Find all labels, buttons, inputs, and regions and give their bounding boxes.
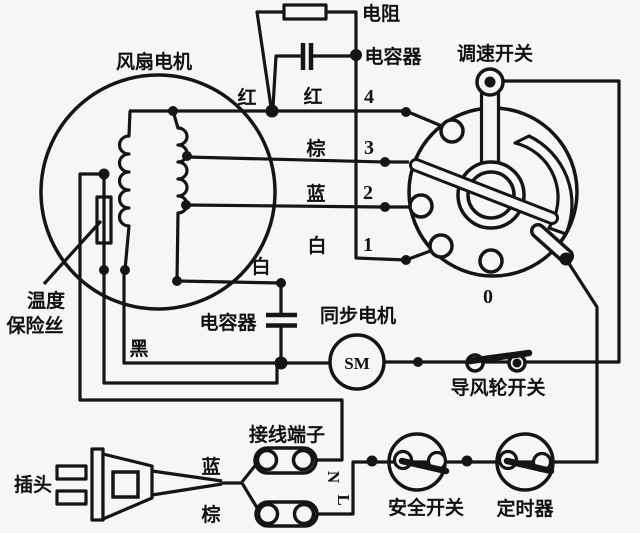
terminal-l-ring-left [256,502,280,526]
contact-2 [408,193,434,219]
safety-switch-label: 安全开关 [388,496,464,519]
junction-dots [98,49,473,467]
thermal-fuse-wire [102,174,279,385]
timer-label: 定时器 [496,497,554,520]
fan-motor-label: 风扇电机 [116,50,192,73]
red-wire-label-left: 红 [237,86,256,109]
louver-switch-blade [466,349,533,365]
timer-blade [503,457,555,475]
terminal-n-ring-right [291,448,315,472]
wiper-lever-fill [412,161,556,222]
brown-wire-label: 棕 [306,137,325,160]
wire-number-1: 1 [363,234,373,256]
white-wire-label: 白 [307,234,326,257]
blue-wire-label: 蓝 [306,182,325,205]
sync-motor-symbol: SM [344,354,370,373]
contact-4 [439,118,465,144]
thermal-fuse-label-2: 保险丝 [5,314,63,337]
speed-switch-label: 调速开关 [457,42,533,65]
capacitor-top-leads [271,54,356,108]
safety-switch-blade [398,457,450,475]
speed-switch-cam-arc [513,134,574,236]
aux-winding-coil [117,110,132,271]
terminal-block-label: 接线端子 [249,423,325,446]
black-wire [122,270,278,365]
terminal-n-ring-left [255,448,279,472]
plug-prong-top [55,464,88,481]
neutral-frame-wire [78,172,344,462]
black-wire-label: 黑 [129,338,148,360]
blue-cord-label: 蓝 [201,455,220,478]
contact-1 [428,233,454,259]
sm-to-speed-switch-wire [384,79,621,364]
thermal-fuse-pointer [42,219,103,286]
main-winding-coil [171,110,189,282]
plug-prong-bottom [55,489,88,506]
wire-number-4: 4 [364,86,374,108]
wire-number-2: 2 [363,182,373,204]
live-wire-row [316,258,599,516]
resistor-left-lead [255,10,284,108]
thermal-fuse-body [95,195,113,245]
position-zero-label: 0 [483,286,493,308]
plug-body-window [111,470,140,499]
plug-label: 插头 [14,474,52,496]
power-cord [151,461,261,512]
sync-motor-label: 同步电机 [320,304,396,327]
contact-0 [478,248,504,274]
capacitor-bottom-label: 电容器 [199,311,257,334]
line-l-label: L [334,494,353,505]
knob-stem [479,93,501,163]
red-wire-label: 红 [303,85,322,108]
white-inner-label: 白 [251,255,270,278]
knob-stem-fill [480,92,500,164]
fan-motor-circle [39,73,277,311]
knob-terminal-dot [484,76,496,88]
resistor-to-contact1-wire [326,10,434,262]
line-n-label: N [324,471,343,484]
brown-cord-label: 棕 [201,503,220,526]
thermal-fuse-label-1: 温度 [27,289,66,312]
louver-switch-pivot-dot [512,358,522,368]
wiper-pad-fill [533,226,571,261]
wire-number-3: 3 [364,137,374,159]
louver-switch-label: 导风轮开关 [450,376,545,399]
capacitor-top-label: 电容器 [364,45,422,68]
resistor-label: 电阻 [362,2,400,25]
terminal-l-ring-right [292,502,316,526]
plug-cap [90,447,105,522]
